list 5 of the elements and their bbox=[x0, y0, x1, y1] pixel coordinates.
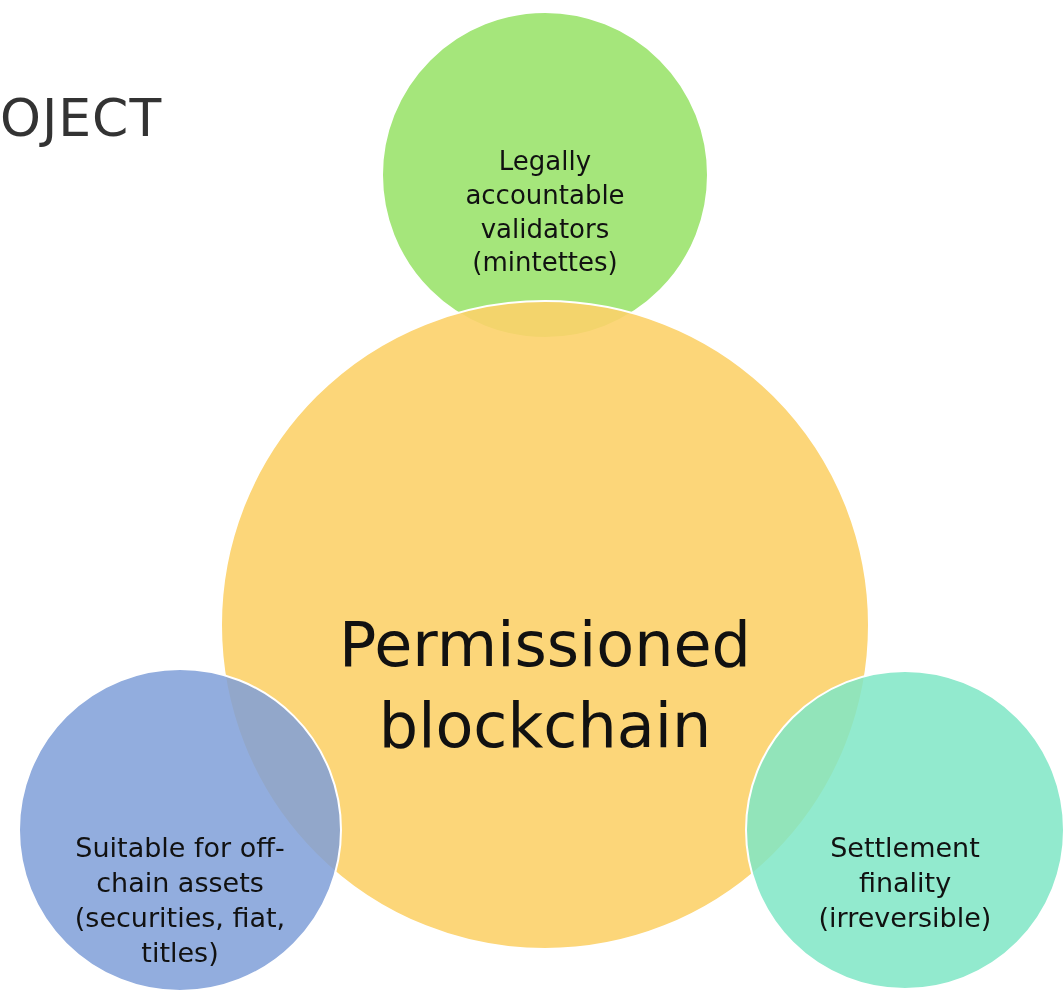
circle-label: Settlement finality (irreversible) bbox=[817, 831, 993, 936]
heading-text: OJECT bbox=[0, 88, 163, 148]
circle-label: Suitable for off-chain assets (securities, fiat, titles) bbox=[73, 831, 287, 971]
circle-label: Permissioned blockchain bbox=[338, 607, 752, 764]
circle-label: Legally accountable validators (mintettes) bbox=[464, 145, 626, 280]
